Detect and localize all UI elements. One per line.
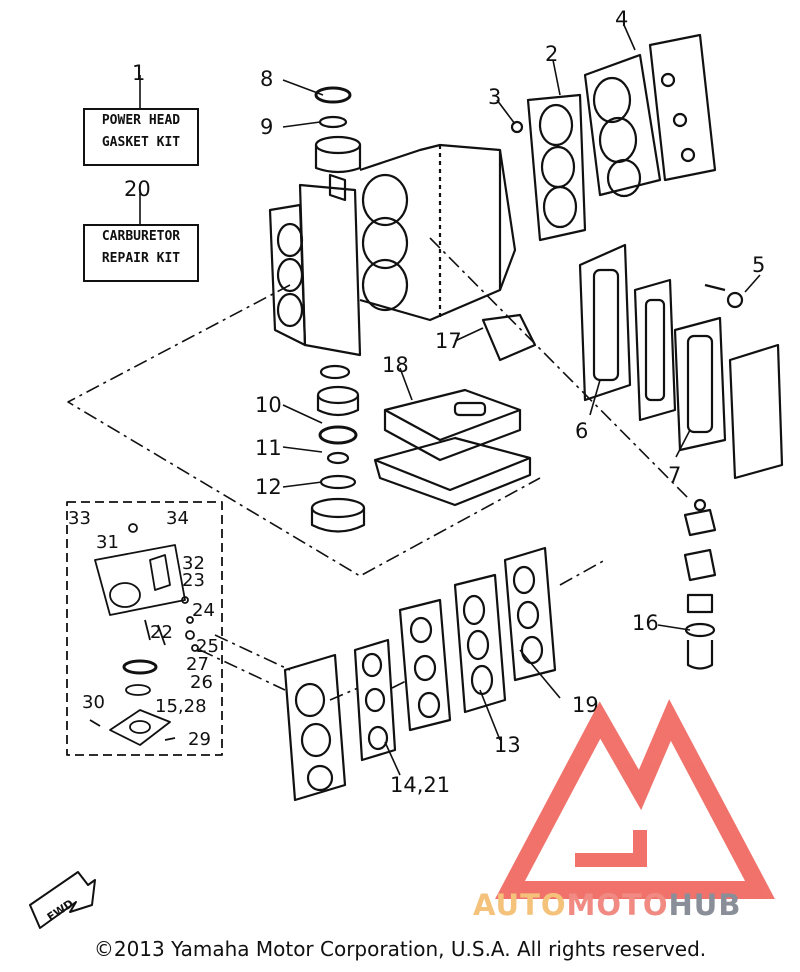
kit1-line1: POWER HEAD [101,113,181,128]
plate-17 [481,313,537,362]
label-6: 6 [575,419,588,443]
clip-5 [704,283,726,292]
label-16: 16 [632,611,659,635]
label-32: 32 [182,553,205,574]
label-1: 1 [132,61,145,85]
label-3: 3 [488,85,501,109]
exhaust-gasket [633,278,677,422]
label-33: 33 [68,508,91,529]
o-ring-9 [318,115,348,129]
automotohub-logo-icon [495,699,775,899]
watermark-moto: MOTO [566,888,669,922]
label-5: 5 [752,253,765,277]
power-head-gasket-kit-label: POWER HEAD GASKET KIT [83,108,199,166]
label-15-28: 15,28 [155,696,207,717]
carburetor-parts [89,523,199,746]
thermostat-16 [683,498,717,670]
cylinder-head-4 [583,33,717,198]
label-34: 34 [166,508,189,529]
label-30: 30 [82,692,105,713]
crankcase [268,135,517,357]
label-7: 7 [668,463,681,487]
label-25: 25 [196,636,219,657]
fwd-label: FWD [45,897,76,924]
label-2: 2 [545,42,558,66]
cylinder-head-gasket-2 [526,93,587,242]
kit20-line2: REPAIR KIT [101,251,181,266]
label-14-21: 14,21 [390,773,450,797]
carburetor-detail-box [66,501,223,756]
exhaust-cover-6 [578,243,632,402]
label-20: 20 [124,177,151,201]
grommet-5 [726,291,744,309]
label-10: 10 [255,393,282,417]
label-8: 8 [260,67,273,91]
label-13: 13 [494,733,521,757]
gasket-14-21 [353,638,397,762]
label-17: 17 [435,329,462,353]
oil-seal-8 [314,86,352,104]
label-11: 11 [255,436,282,460]
exhaust-outer-cover [728,343,784,480]
label-26: 26 [190,672,213,693]
carburetor-repair-kit-label: CARBURETOR REPAIR KIT [83,224,199,282]
watermark-text: AUTOMOTOHUB [473,888,741,922]
copyright-notice: ©2013 Yamaha Motor Corporation, U.S.A. A… [93,937,707,961]
kit20-line1: CARBURETOR [101,229,181,244]
label-22: 22 [150,622,173,643]
label-9: 9 [260,115,273,139]
label-12: 12 [255,475,282,499]
kit1-line2: GASKET KIT [101,135,181,150]
silencer-plate [283,653,347,802]
seal-stack [310,364,366,533]
label-31: 31 [96,532,119,553]
exhaust-inner-cover-7 [673,316,727,452]
label-27: 27 [186,654,209,675]
fwd-arrow [29,871,96,929]
label-24: 24 [192,600,215,621]
label-23: 23 [182,570,205,591]
guide-lines [67,237,691,701]
watermark-hub: HUB [668,888,742,922]
leader-lines [139,24,761,776]
label-4: 4 [615,7,628,31]
bolt-3 [510,120,524,134]
label-18: 18 [382,353,409,377]
reed-valve-13 [453,546,557,714]
label-29: 29 [188,729,211,750]
intake-manifold-19 [398,598,452,732]
watermark-auto: AUTO [473,888,567,922]
mounting-plate-18 [373,388,532,507]
